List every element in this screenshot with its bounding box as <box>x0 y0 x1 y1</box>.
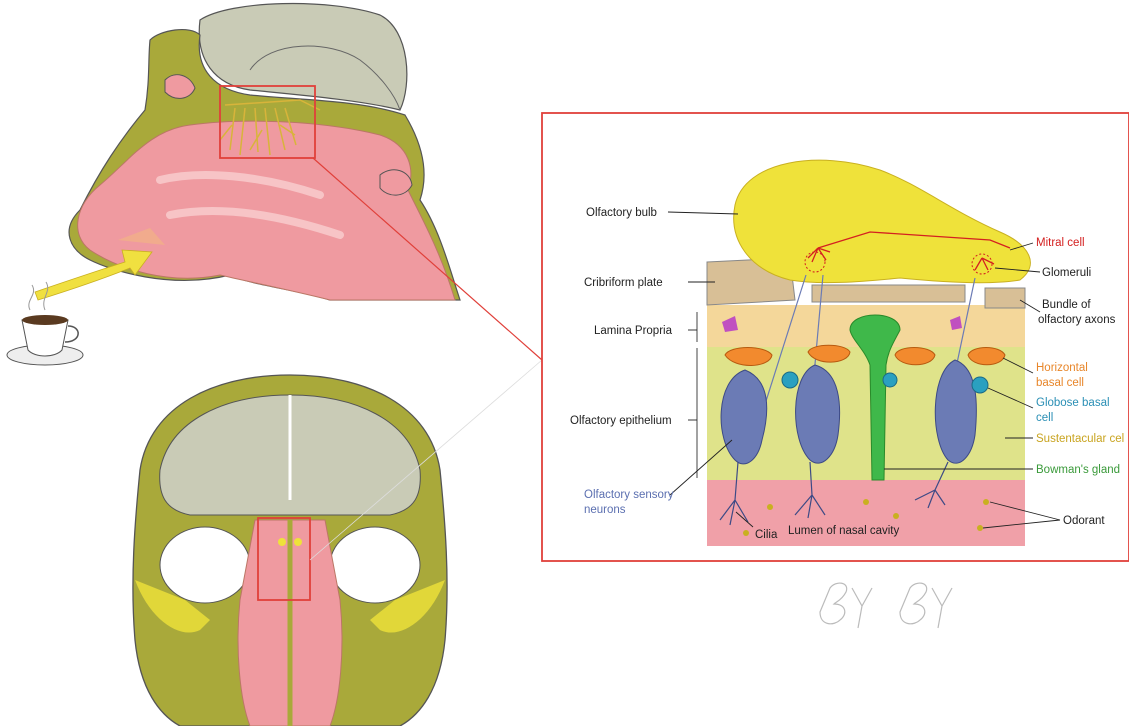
license-mark <box>820 583 952 628</box>
label-mitral-cell: Mitral cell <box>1036 237 1085 249</box>
label-olfactory-epithelium: Olfactory epithelium <box>570 415 672 427</box>
label-horizontal-basal-cell: Horizontal <box>1036 362 1088 374</box>
label-bundle-axons: Bundle of <box>1042 299 1091 311</box>
label-olfactory-sensory-neurons-2: neurons <box>584 504 626 516</box>
label-olfactory-bulb: Olfactory bulb <box>586 207 657 219</box>
label-globose-basal-cell-2: cell <box>1036 412 1053 424</box>
label-lamina-propria: Lamina Propria <box>594 325 673 337</box>
label-odorant: Odorant <box>1063 515 1105 527</box>
coronal-skull-section <box>133 375 447 726</box>
label-glomeruli: Glomeruli <box>1042 267 1091 279</box>
label-lumen: Lumen of nasal cavity <box>788 525 899 537</box>
label-olfactory-sensory-neurons: Olfactory sensory <box>584 489 674 501</box>
label-cribriform-plate: Cribriform plate <box>584 277 663 289</box>
label-bowmans-gland: Bowman's gland <box>1036 464 1120 476</box>
label-cilia: Cilia <box>755 529 778 541</box>
sagittal-head-section <box>7 4 460 365</box>
label-sustentacular-cell: Sustentacular cel <box>1036 433 1124 445</box>
label-horizontal-basal-cell-2: basal cell <box>1036 377 1084 389</box>
label-globose-basal-cell: Globose basal <box>1036 397 1110 409</box>
label-bundle-axons-2: olfactory axons <box>1038 314 1116 326</box>
